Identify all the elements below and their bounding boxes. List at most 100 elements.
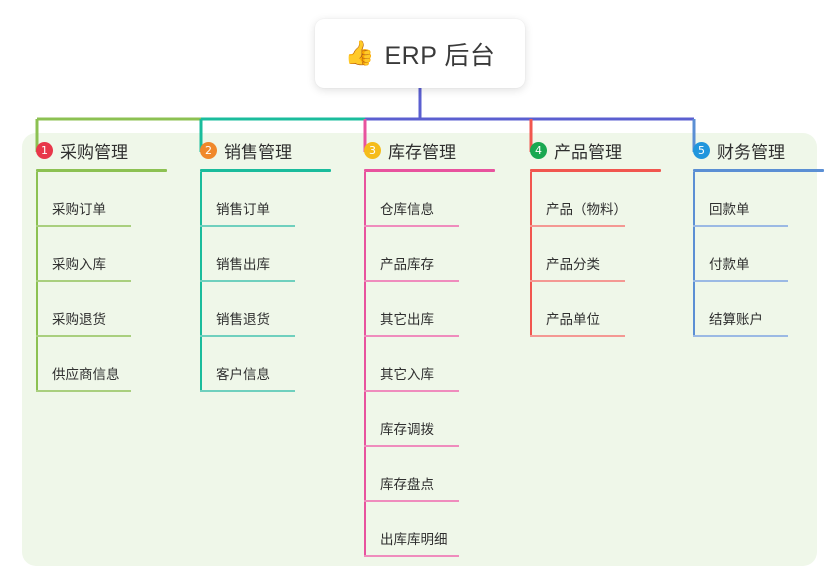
branch-column-5: 5 财务管理回款单付款单结算账户	[679, 133, 826, 337]
branch-column-3: 3 库存管理仓库信息产品库存其它出库其它入库库存调拨库存盘点出库库明细	[350, 133, 497, 557]
leaf-label: 库存调拨	[380, 422, 434, 437]
leaf-label: 客户信息	[216, 367, 270, 382]
root-node[interactable]: 👍 ERP 后台	[315, 19, 525, 88]
leaf-underline	[200, 390, 295, 392]
leaf-label: 产品库存	[380, 257, 434, 272]
branch-title: 销售管理	[224, 142, 292, 162]
leaf-node[interactable]: 仓库信息	[350, 172, 497, 227]
branch-title: 库存管理	[388, 142, 456, 162]
branches-panel	[22, 133, 817, 566]
leaf-node[interactable]: 其它出库	[350, 282, 497, 337]
leaf-node[interactable]: 销售退货	[186, 282, 333, 337]
branch-title: 财务管理	[717, 142, 785, 162]
leaf-underline	[530, 280, 625, 282]
branch-underline	[36, 169, 167, 172]
leaf-label: 付款单	[709, 257, 750, 272]
branch-column-2: 2 销售管理销售订单销售出库销售退货客户信息	[186, 133, 333, 392]
leaf-label: 产品（物料）	[546, 202, 627, 217]
leaf-underline	[364, 445, 459, 447]
leaf-underline	[693, 225, 788, 227]
leaf-underline	[530, 225, 625, 227]
leaf-node[interactable]: 结算账户	[679, 282, 826, 337]
branch-number-badge: 5	[693, 141, 710, 159]
branch-title: 产品管理	[554, 142, 622, 162]
leaf-label: 产品分类	[546, 257, 600, 272]
leaf-label: 采购退货	[52, 312, 106, 327]
branch-spine	[36, 172, 38, 392]
branch-spine	[364, 172, 366, 557]
leaf-node[interactable]: 供应商信息	[22, 337, 169, 392]
leaf-node[interactable]: 采购订单	[22, 172, 169, 227]
branch-header-3[interactable]: 3 库存管理	[350, 133, 497, 167]
branch-subtree: 仓库信息产品库存其它出库其它入库库存调拨库存盘点出库库明细	[350, 172, 497, 557]
branch-spine	[200, 172, 202, 392]
leaf-node[interactable]: 产品库存	[350, 227, 497, 282]
leaf-label: 销售订单	[216, 202, 270, 217]
leaf-node[interactable]: 其它入库	[350, 337, 497, 392]
leaf-underline	[693, 335, 788, 337]
leaf-underline	[364, 335, 459, 337]
leaf-underline	[693, 280, 788, 282]
leaf-label: 销售出库	[216, 257, 270, 272]
branch-underline	[364, 169, 495, 172]
leaf-node[interactable]: 库存调拨	[350, 392, 497, 447]
leaf-node[interactable]: 出库库明细	[350, 502, 497, 557]
leaf-node[interactable]: 产品分类	[516, 227, 663, 282]
leaf-label: 其它入库	[380, 367, 434, 382]
leaf-node[interactable]: 销售出库	[186, 227, 333, 282]
branch-header-4[interactable]: 4 产品管理	[516, 133, 663, 167]
root-title: ERP 后台	[384, 41, 496, 70]
branch-subtree: 采购订单采购入库采购退货供应商信息	[22, 172, 169, 392]
leaf-underline	[200, 280, 295, 282]
leaf-label: 出库库明细	[380, 532, 448, 547]
branch-subtree: 销售订单销售出库销售退货客户信息	[186, 172, 333, 392]
branch-header-2[interactable]: 2 销售管理	[186, 133, 333, 167]
leaf-underline	[36, 390, 131, 392]
leaf-node[interactable]: 库存盘点	[350, 447, 497, 502]
leaf-node[interactable]: 采购入库	[22, 227, 169, 282]
leaf-label: 采购订单	[52, 202, 106, 217]
leaf-node[interactable]: 产品单位	[516, 282, 663, 337]
leaf-underline	[364, 555, 459, 557]
leaf-node[interactable]: 采购退货	[22, 282, 169, 337]
leaf-underline	[364, 390, 459, 392]
branch-subtree: 回款单付款单结算账户	[679, 172, 826, 337]
leaf-label: 供应商信息	[52, 367, 120, 382]
leaf-node[interactable]: 回款单	[679, 172, 826, 227]
leaf-label: 库存盘点	[380, 477, 434, 492]
branch-number-badge: 2	[200, 141, 217, 159]
leaf-underline	[364, 225, 459, 227]
branch-underline	[693, 169, 824, 172]
leaf-label: 产品单位	[546, 312, 600, 327]
leaf-underline	[364, 280, 459, 282]
leaf-node[interactable]: 销售订单	[186, 172, 333, 227]
branch-spine	[693, 172, 695, 337]
branch-header-5[interactable]: 5 财务管理	[679, 133, 826, 167]
branch-underline	[530, 169, 661, 172]
leaf-underline	[200, 335, 295, 337]
leaf-underline	[364, 500, 459, 502]
branch-number-badge: 1	[36, 141, 53, 159]
branch-spine	[530, 172, 532, 337]
leaf-underline	[36, 335, 131, 337]
leaf-node[interactable]: 产品（物料）	[516, 172, 663, 227]
branch-subtree: 产品（物料） 产品分类产品单位	[516, 172, 663, 337]
leaf-node[interactable]: 付款单	[679, 227, 826, 282]
leaf-label: 仓库信息	[380, 202, 434, 217]
leaf-underline	[36, 225, 131, 227]
branch-column-4: 4 产品管理产品（物料） 产品分类产品单位	[516, 133, 663, 337]
branch-number-badge: 4	[530, 141, 547, 159]
leaf-underline	[530, 335, 625, 337]
leaf-label: 销售退货	[216, 312, 270, 327]
thumbs-up-icon: 👍	[344, 39, 375, 67]
leaf-label: 结算账户	[709, 312, 763, 327]
branch-number-badge: 3	[364, 141, 381, 159]
leaf-underline	[200, 225, 295, 227]
branch-underline	[200, 169, 331, 172]
leaf-node[interactable]: 客户信息	[186, 337, 333, 392]
leaf-label: 其它出库	[380, 312, 434, 327]
